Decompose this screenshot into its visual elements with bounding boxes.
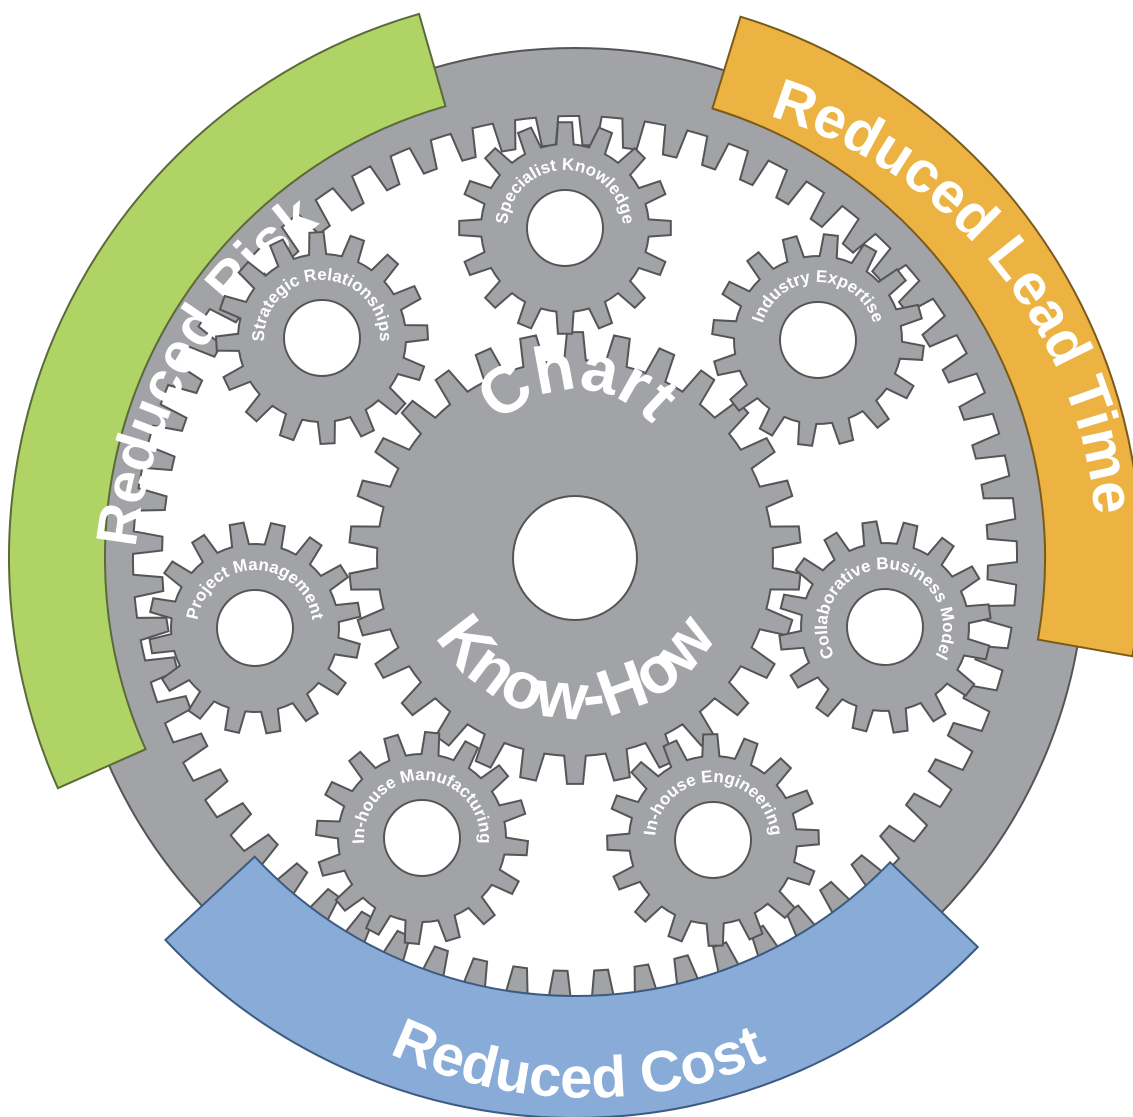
gear-hub bbox=[383, 799, 461, 877]
gear-hub bbox=[674, 801, 752, 879]
gear-hub bbox=[526, 189, 604, 267]
central-gear: Chart Know-How bbox=[348, 329, 802, 785]
gear-hub bbox=[846, 588, 924, 666]
gear-collaborative-business-model: Collaborative Business Model bbox=[778, 520, 992, 734]
gear-hub bbox=[283, 299, 361, 377]
gear-hub bbox=[216, 589, 294, 667]
gear-project-management: Project Management bbox=[148, 521, 362, 735]
central-gear-hub bbox=[512, 495, 638, 621]
reduced-cost-band: Reduced Cost bbox=[163, 855, 980, 1117]
gear-specialist-knowledge: Specialist Knowledge bbox=[458, 121, 672, 335]
gear-industry-expertise: Industry Expertise bbox=[711, 233, 925, 447]
gear-hub bbox=[779, 301, 857, 379]
gear-in-house-manufacturing: In-house Manufacturing bbox=[314, 730, 530, 946]
gear-in-house-engineering: In-house Engineering bbox=[606, 733, 820, 947]
gear-strategic-relationships: Strategic Relationships bbox=[214, 230, 430, 446]
